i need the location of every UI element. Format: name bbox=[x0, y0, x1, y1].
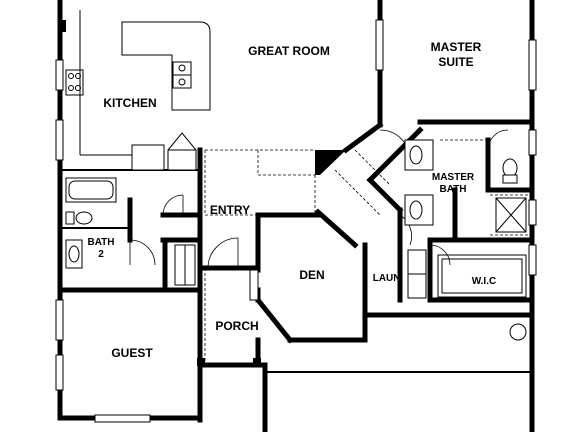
label-master-bath-line1: MASTER bbox=[431, 172, 475, 183]
label-den: DEN bbox=[299, 268, 325, 282]
dashed-openings bbox=[204, 139, 528, 362]
label-laundry: LAUN. bbox=[372, 273, 404, 284]
label-bath-2-line2: 2 bbox=[98, 249, 104, 260]
label-master-suite: MASTER SUITE bbox=[412, 40, 500, 70]
label-guest: GUEST bbox=[111, 346, 153, 360]
label-kitchen: KITCHEN bbox=[103, 96, 157, 110]
label-great-room: GREAT ROOM bbox=[248, 44, 330, 58]
windows bbox=[55, 19, 537, 423]
label-master-suite-line2: SUITE bbox=[438, 55, 474, 69]
porch-columns bbox=[197, 358, 261, 366]
kitchen-fixtures bbox=[65, 10, 211, 171]
label-master-bath-line2: BATH bbox=[439, 184, 467, 195]
label-bath-2: BATH 2 bbox=[84, 237, 118, 261]
label-porch: PORCH bbox=[215, 319, 259, 333]
doors bbox=[174, 129, 509, 301]
label-master-suite-line1: MASTER bbox=[430, 40, 482, 54]
label-entry: ENTRY bbox=[209, 203, 251, 217]
label-master-bath: MASTER BATH bbox=[426, 172, 480, 196]
label-wic: W.I.C bbox=[471, 276, 497, 287]
bath2-fixtures bbox=[65, 177, 184, 269]
label-bath-2-line1: BATH bbox=[87, 237, 115, 248]
laundry-fixtures bbox=[407, 249, 527, 341]
master-bath-fixtures bbox=[404, 139, 527, 233]
